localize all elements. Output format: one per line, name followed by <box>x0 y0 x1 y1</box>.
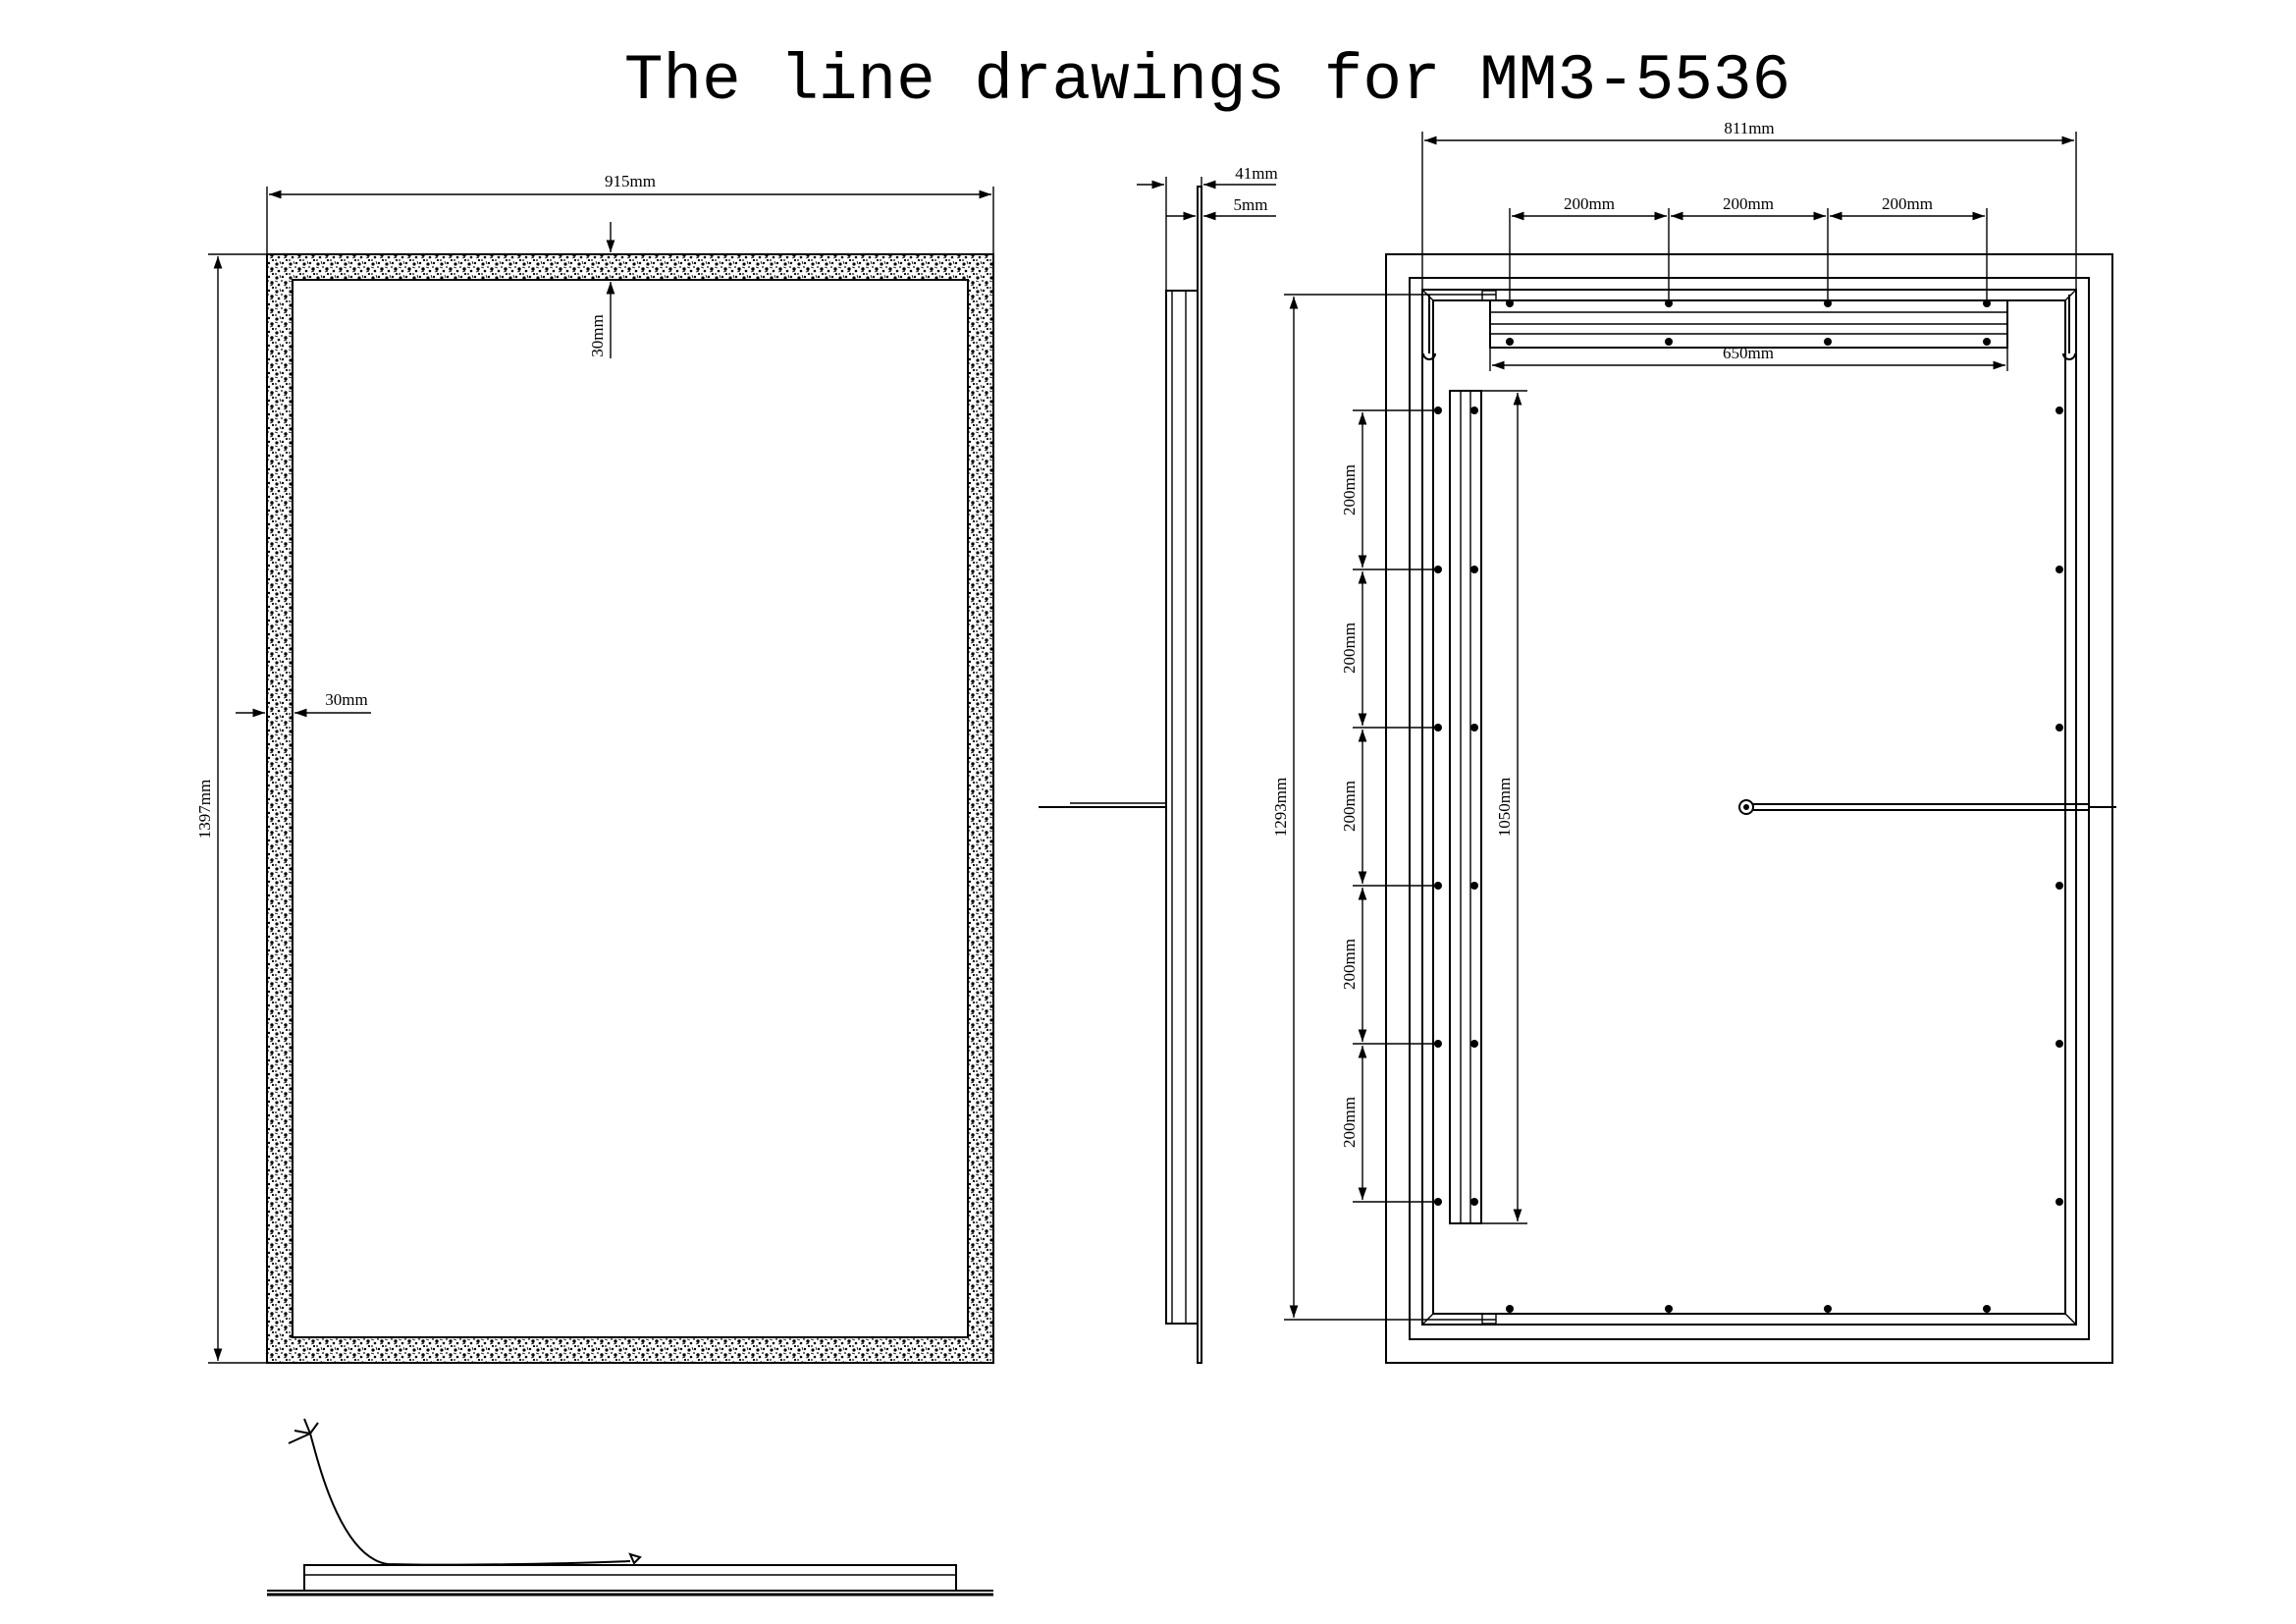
front-frame-top-dimension: 30mm <box>588 222 615 358</box>
back-view: 811mm 200mm 200mm 200mm 650mm 1 <box>1271 119 2116 1364</box>
front-width-dimension: 915mm <box>266 172 994 254</box>
hanging-hook-left <box>1422 295 1436 360</box>
back-width-dimension: 811mm <box>1421 119 2077 290</box>
front-height-dimension: 1397mm <box>195 253 267 1364</box>
back-vertical-rail-dimension: 1050mm <box>1481 390 1527 1224</box>
side-view: 41mm 5mm <box>1039 164 1278 1364</box>
hanging-hook-right <box>2062 295 2076 360</box>
back-outer-outline <box>1385 253 2113 1364</box>
back-power-cable <box>1738 799 2116 815</box>
back-vertical-spacing-dimension: 200mm 200mm 200mm 200mm 200mm <box>1340 409 1438 1203</box>
front-frame-side-dimension: 30mm <box>236 690 371 718</box>
bottom-view <box>267 1418 993 1597</box>
cable-wire-ends <box>288 1418 319 1444</box>
side-depth-dimension: 41mm <box>1137 164 1278 291</box>
front-frame-top-label: 30mm <box>588 314 607 356</box>
back-panel <box>1421 289 2077 1326</box>
front-mirror-glass <box>292 279 969 1338</box>
back-height-dimension: 1293mm <box>1271 294 1496 1321</box>
top-spacing-label-3: 200mm <box>1882 194 1933 213</box>
top-spacing-label-2: 200mm <box>1723 194 1774 213</box>
front-width-label: 915mm <box>605 172 656 190</box>
back-top-spacing-dimension: 200mm 200mm 200mm <box>1509 194 1988 303</box>
power-cable <box>309 1433 631 1566</box>
drawing-title: The line drawings for MM3-5536 <box>624 44 1790 118</box>
back-height-label: 1293mm <box>1271 778 1290 837</box>
side-glass-label: 5mm <box>1234 195 1268 214</box>
vertical-spacing-label-5: 200mm <box>1340 1097 1359 1148</box>
front-height-label: 1397mm <box>195 780 214 839</box>
vertical-spacing-label-1: 200mm <box>1340 464 1359 515</box>
side-depth-label: 41mm <box>1235 164 1277 183</box>
back-rail-length-dimension: 650mm <box>1489 344 2008 371</box>
front-view: 915mm 1397mm 30mm 30mm <box>195 172 994 1364</box>
vertical-spacing-label-3: 200mm <box>1340 781 1359 832</box>
top-spacing-label-1: 200mm <box>1564 194 1615 213</box>
back-width-label: 811mm <box>1724 119 1774 137</box>
vertical-spacing-label-4: 200mm <box>1340 939 1359 990</box>
rail-length-label: 650mm <box>1723 344 1774 362</box>
vertical-rail-label: 1050mm <box>1495 778 1514 837</box>
vertical-spacing-label-2: 200mm <box>1340 623 1359 674</box>
front-frame-side-label: 30mm <box>325 690 367 709</box>
side-rail <box>1449 390 1482 1224</box>
side-glass-dimension: 5mm <box>1166 195 1276 221</box>
